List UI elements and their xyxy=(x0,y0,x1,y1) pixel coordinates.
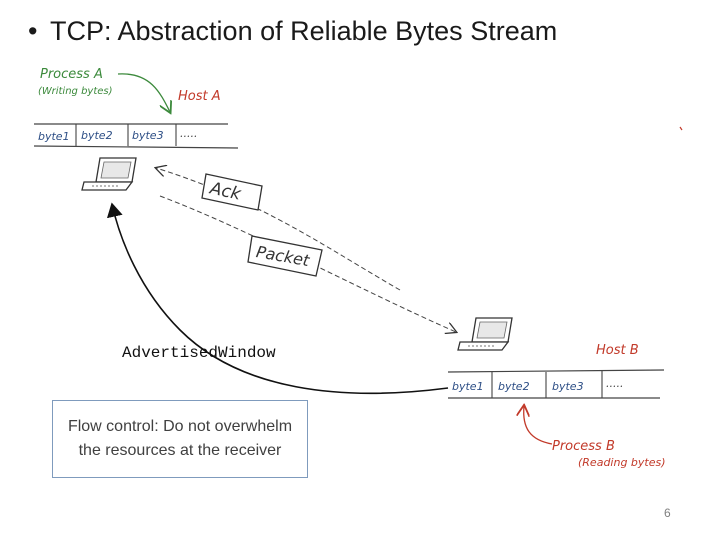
advertised-window-label: AdvertisedWindow xyxy=(122,344,276,362)
advertised-window-curve xyxy=(106,202,449,395)
host-b-byte-2: byte2 xyxy=(498,380,530,393)
packet-message: Packet xyxy=(247,235,323,277)
process-a-sub: (Writing bytes) xyxy=(38,86,113,97)
process-a-arrow xyxy=(117,73,170,112)
process-a-label: Process A xyxy=(40,67,103,82)
ack-arrow xyxy=(156,168,401,291)
stray-mark xyxy=(679,126,683,131)
slide-title-text: TCP: Abstraction of Reliable Bytes Strea… xyxy=(50,16,558,46)
bullet-icon: • xyxy=(28,16,38,46)
flow-control-note: Flow control: Do not overwhelm the resou… xyxy=(52,400,308,478)
process-b-arrow xyxy=(524,406,553,445)
process-b-sub: (Reading bytes) xyxy=(578,456,666,469)
laptop-b-icon xyxy=(457,317,513,351)
host-b-byte-more: ..... xyxy=(606,377,623,390)
page-number: 6 xyxy=(664,506,671,520)
packet-arrow xyxy=(159,195,456,332)
slide-title: • TCP: Abstraction of Reliable Bytes Stre… xyxy=(28,16,557,47)
host-a-label: Host A xyxy=(178,89,221,104)
laptop-a-icon xyxy=(81,157,137,191)
host-b-byte-3: byte3 xyxy=(552,380,584,393)
host-a-byte-3: byte3 xyxy=(132,129,164,142)
host-a-byte-2: byte2 xyxy=(81,129,113,142)
host-b-byte-1: byte1 xyxy=(452,380,484,393)
host-a-byte-buffer: byte1 byte2 byte3 ..... xyxy=(33,123,239,149)
host-b-label: Host B xyxy=(596,343,639,358)
process-b-label: Process B xyxy=(552,439,615,454)
host-b-byte-buffer: byte1 byte2 byte3 ..... xyxy=(447,369,665,399)
flow-control-text: Flow control: Do not overwhelm the resou… xyxy=(67,418,293,459)
host-a-byte-1: byte1 xyxy=(38,130,70,143)
ack-message: Ack xyxy=(201,173,263,211)
host-a-byte-more: ..... xyxy=(180,127,197,140)
